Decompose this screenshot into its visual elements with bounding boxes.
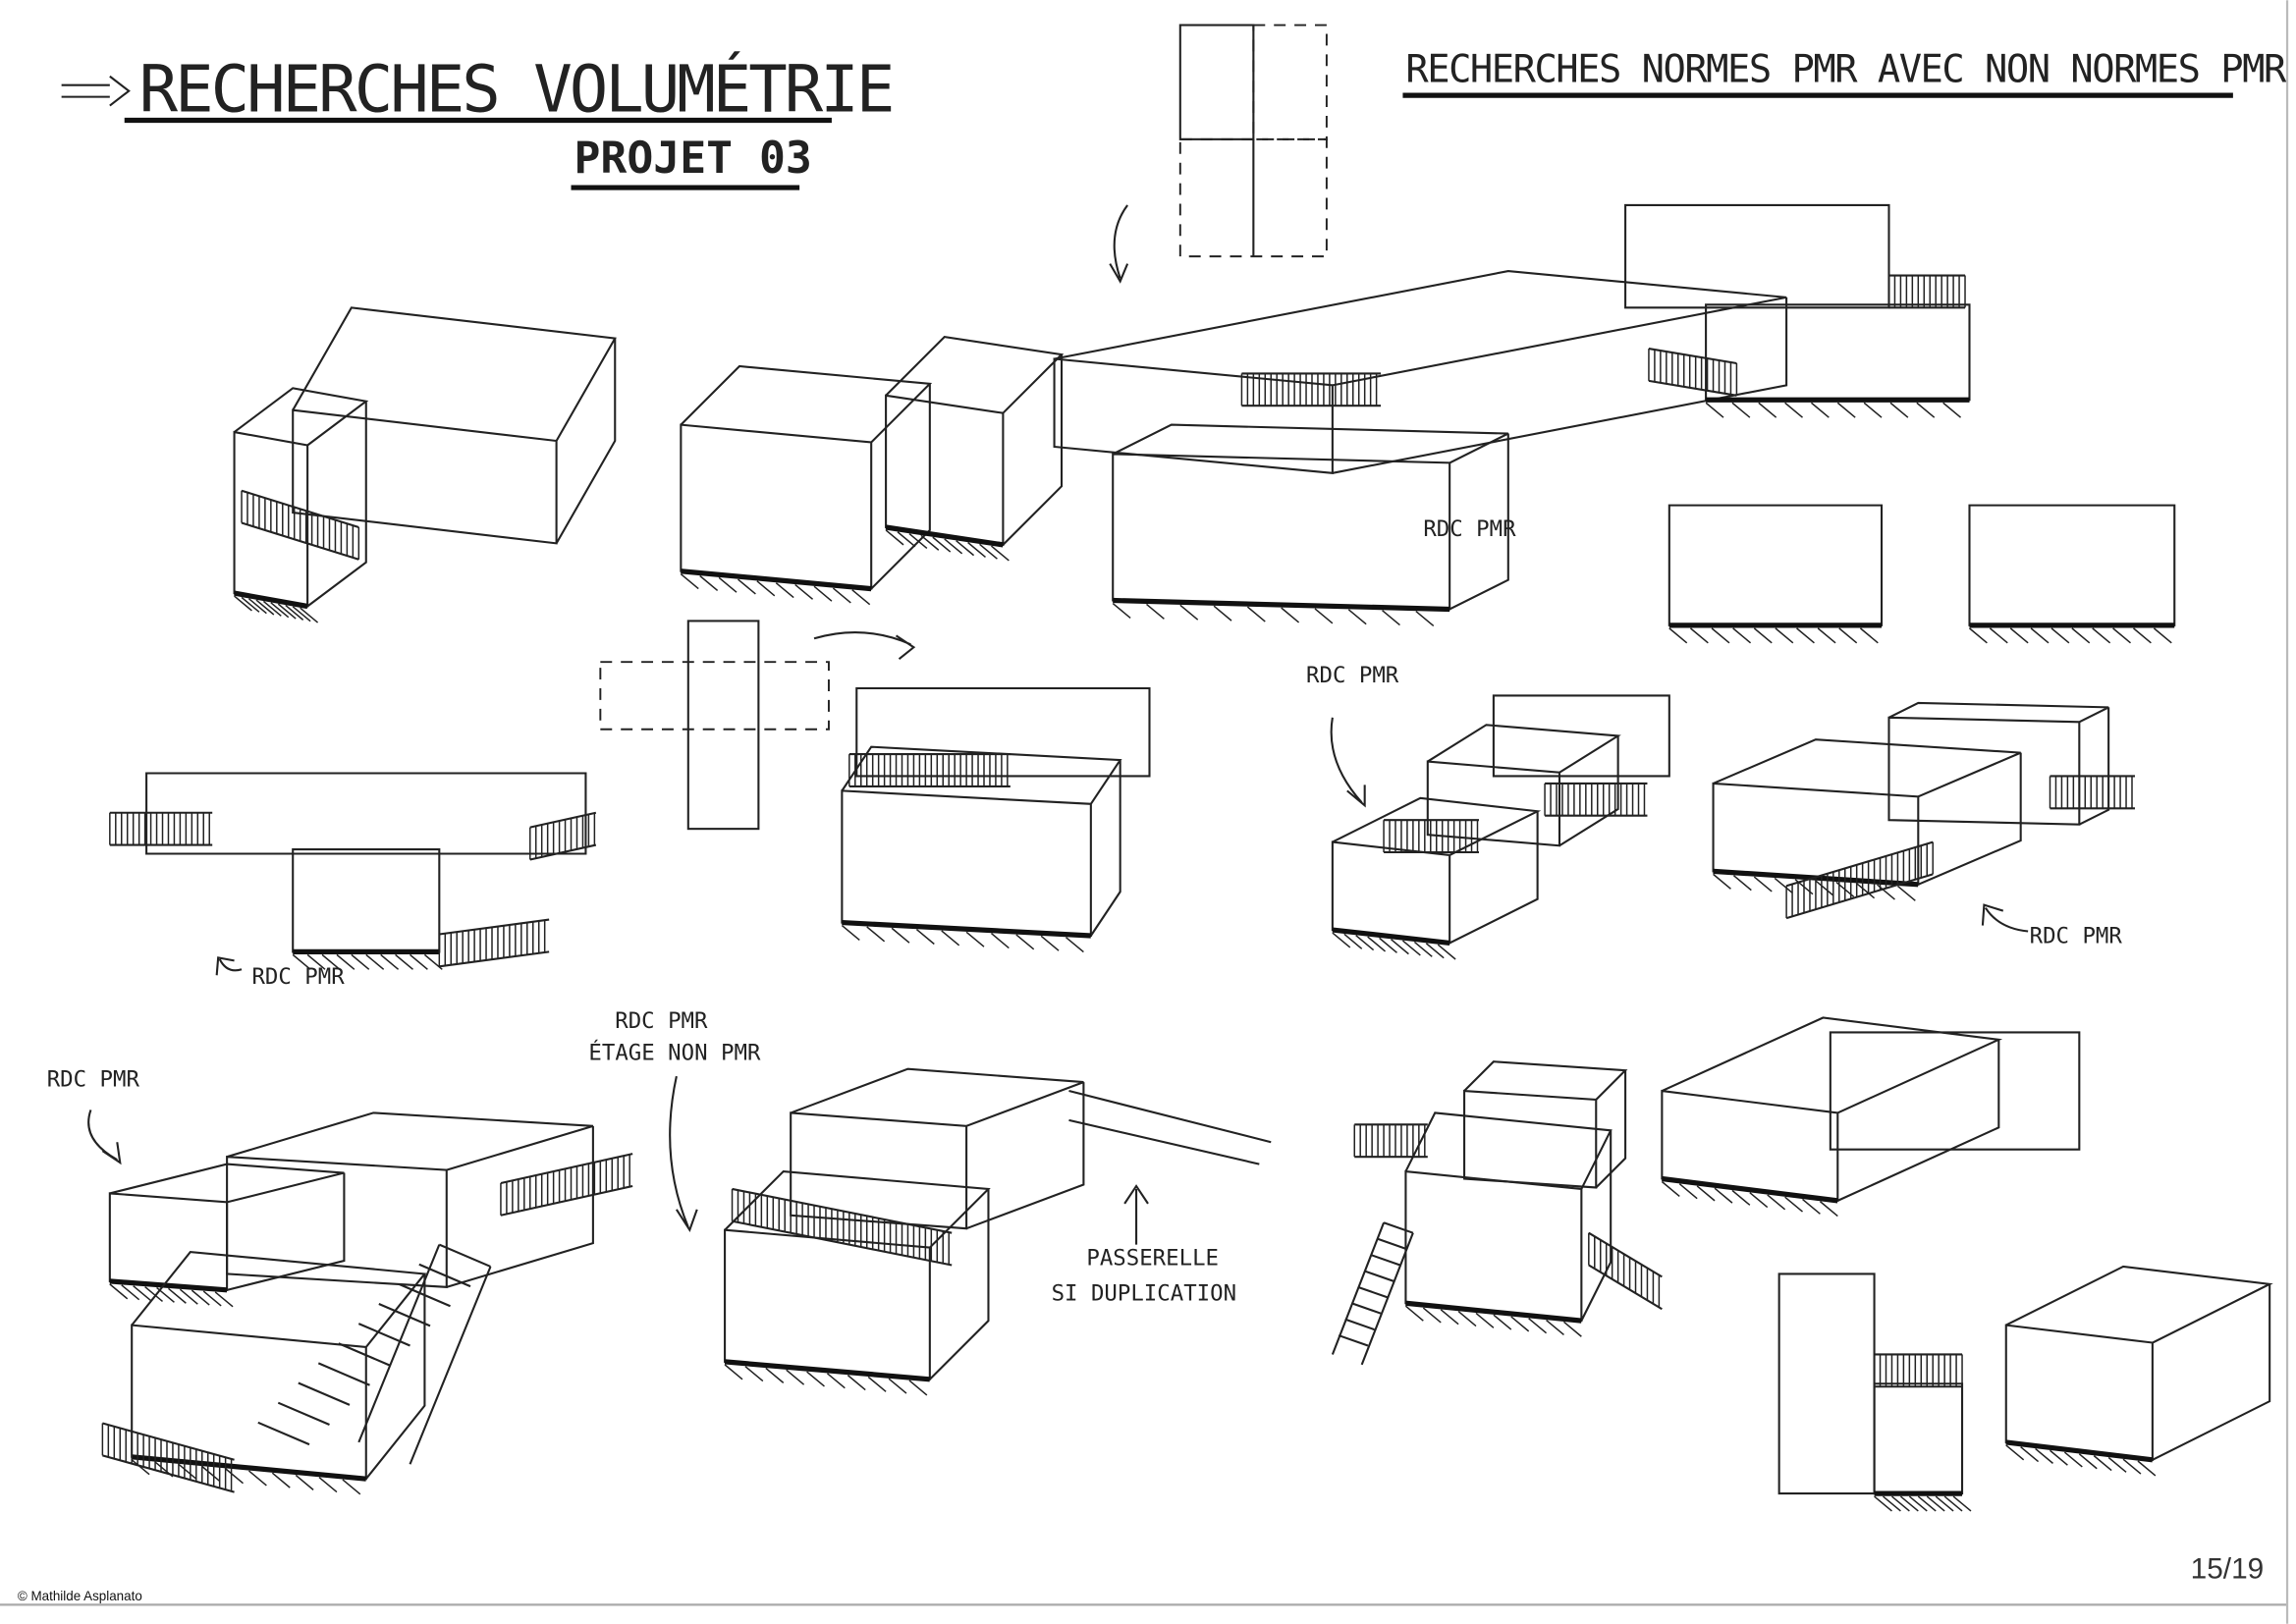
annotations: RDC PMR RDC PMR RDC PMR RDC PMR RDC PMR …	[47, 204, 2123, 1306]
railing	[1240, 372, 1382, 407]
railing	[241, 489, 360, 561]
volume-sketch	[1426, 724, 1621, 847]
volume-sketch	[855, 686, 1151, 778]
volume-sketch	[1404, 1111, 1613, 1337]
volume-sketch	[1463, 1060, 1628, 1189]
volume-sketch	[1661, 1016, 2003, 1218]
staircase	[1331, 1221, 1414, 1366]
volume-sketch	[1887, 701, 2110, 826]
volume-sketch	[1667, 504, 1884, 644]
volume-sketch	[885, 336, 1065, 562]
arrow-icon	[87, 1110, 122, 1165]
label-rdc-pmr: RDC PMR	[251, 964, 345, 990]
volume-sketch	[1712, 738, 2022, 901]
plan-diagram-cross	[599, 620, 830, 831]
volume-sketch	[292, 847, 443, 970]
arrow-icon	[1123, 1184, 1149, 1245]
label-rdc-pmr-etage: RDC PMR	[615, 1008, 708, 1034]
railing	[1544, 782, 1648, 817]
railing	[1648, 348, 1738, 397]
page-title: RECHERCHES VOLUMÉTRIE	[139, 51, 893, 128]
right-title: RECHERCHES NORMES PMR AVEC NON NORMES PM…	[1405, 48, 2287, 92]
arrow-icon	[1109, 204, 1129, 284]
volume-sketch	[1705, 303, 1971, 418]
volume-sketch	[1053, 269, 1788, 474]
volume-sketch	[1331, 796, 1542, 960]
volume-sketch	[1829, 1031, 2081, 1151]
railing	[848, 753, 1011, 787]
railing	[438, 918, 550, 968]
label-rdc-pmr: RDC PMR	[47, 1067, 140, 1093]
arrow-icon	[215, 956, 243, 976]
arrow-icon	[61, 75, 131, 107]
volume-sketch	[1968, 504, 2176, 644]
label-rdc-pmr: RDC PMR	[1306, 663, 1399, 688]
footbridge	[1068, 1090, 1272, 1165]
railing	[101, 1422, 235, 1493]
volume-sketch	[1777, 1272, 1876, 1495]
volume-sketch	[680, 364, 933, 606]
volume-sketch	[131, 1250, 427, 1495]
title-block: RECHERCHES VOLUMÉTRIE PROJET 03 RECHERCH…	[61, 48, 2288, 190]
arrow-icon	[1330, 717, 1366, 808]
arrow-icon	[813, 631, 916, 660]
volume-sketch	[790, 1067, 1085, 1230]
volume-sketch	[2004, 1265, 2273, 1477]
volume-sketch	[1873, 1382, 1972, 1512]
label-etage-non-pmr: ÉTAGE NON PMR	[588, 1039, 761, 1066]
arrow-icon	[1981, 903, 2029, 933]
label-rdc-pmr: RDC PMR	[2030, 923, 2123, 948]
volume-sketch	[1112, 423, 1509, 627]
label-si-duplication: SI DUPLICATION	[1052, 1280, 1236, 1306]
label-rdc-pmr: RDC PMR	[1423, 516, 1516, 542]
railing	[109, 811, 213, 846]
railing	[529, 811, 597, 861]
label-passerelle: PASSERELLE	[1086, 1245, 1219, 1271]
volume-sketch	[292, 306, 617, 545]
railing	[1353, 1123, 1428, 1159]
staircase	[257, 1243, 492, 1465]
volume-sketch	[1624, 203, 1890, 309]
page-number: 15/19	[2191, 1553, 2265, 1586]
railing	[500, 1153, 633, 1217]
volume-sketch	[1492, 694, 1670, 778]
railing	[1785, 840, 1934, 920]
arrow-icon	[669, 1075, 698, 1233]
volume-sketch	[108, 1163, 346, 1308]
railing	[1873, 1353, 1963, 1388]
copyright: © Mathilde Asplanato	[18, 1589, 142, 1603]
volume-sketch	[226, 1111, 594, 1288]
railing	[1887, 274, 1966, 309]
volume-sketch	[145, 772, 587, 855]
railing	[1383, 819, 1479, 854]
page-subtitle: PROJET 03	[574, 132, 811, 184]
railing	[1588, 1231, 1663, 1311]
volume-sketch	[724, 1169, 991, 1396]
railing	[2049, 775, 2135, 810]
railing	[731, 1187, 953, 1267]
volume-sketch	[233, 387, 369, 623]
plan-diagram-top	[1178, 24, 1328, 258]
